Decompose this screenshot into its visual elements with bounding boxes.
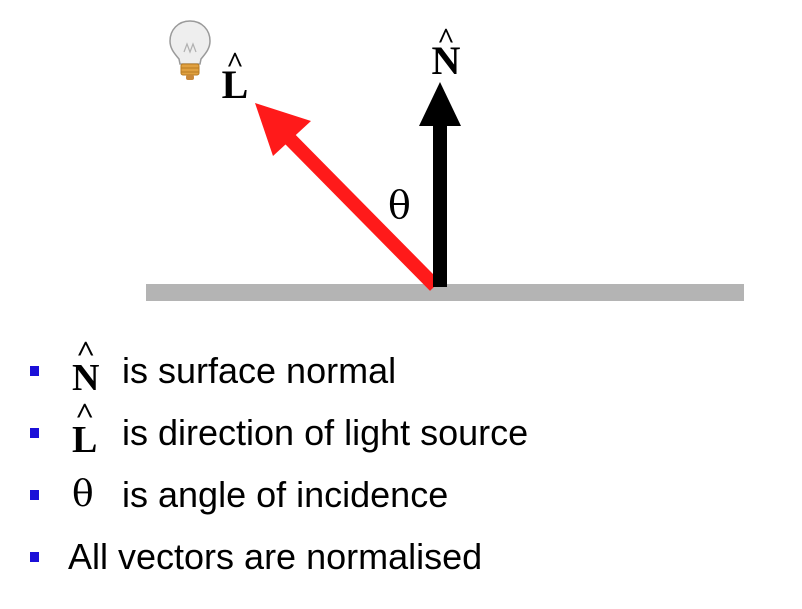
light-hat-mark: ^ — [226, 46, 243, 79]
surface-plane — [146, 284, 744, 301]
light-vector-label: L — [222, 62, 249, 107]
hat-mark: ^ — [76, 335, 96, 369]
lighting-diagram: θ ^ N ^ L — [146, 20, 744, 301]
light-direction-arrow-shaft — [278, 127, 440, 291]
light-bulb-icon — [169, 20, 211, 80]
light-symbol: ^ L — [72, 397, 98, 461]
legend-text: All vectors are normalised — [68, 536, 483, 577]
legend-text: is angle of incidence — [122, 474, 449, 515]
normal-arrow-shaft — [433, 123, 447, 287]
bullet-marker — [30, 552, 39, 562]
hat-mark: ^ — [75, 397, 95, 431]
symbol-letter: L — [72, 418, 98, 461]
angle-theta-label: θ — [388, 183, 411, 227]
legend-text: is surface normal — [122, 350, 397, 391]
normal-arrow-head — [419, 82, 461, 126]
legend-text: is direction of light source — [122, 412, 529, 453]
bullet-marker — [30, 490, 39, 500]
light-direction-arrow-head — [255, 103, 311, 156]
normal-vector-label: N — [432, 38, 461, 83]
symbol-letter: N — [72, 356, 100, 399]
bullet-marker — [30, 366, 39, 376]
normal-symbol: ^ N — [72, 335, 100, 399]
normal-hat-mark: ^ — [437, 22, 454, 55]
theta-symbol: θ — [72, 474, 94, 515]
bullet-marker — [30, 428, 39, 438]
